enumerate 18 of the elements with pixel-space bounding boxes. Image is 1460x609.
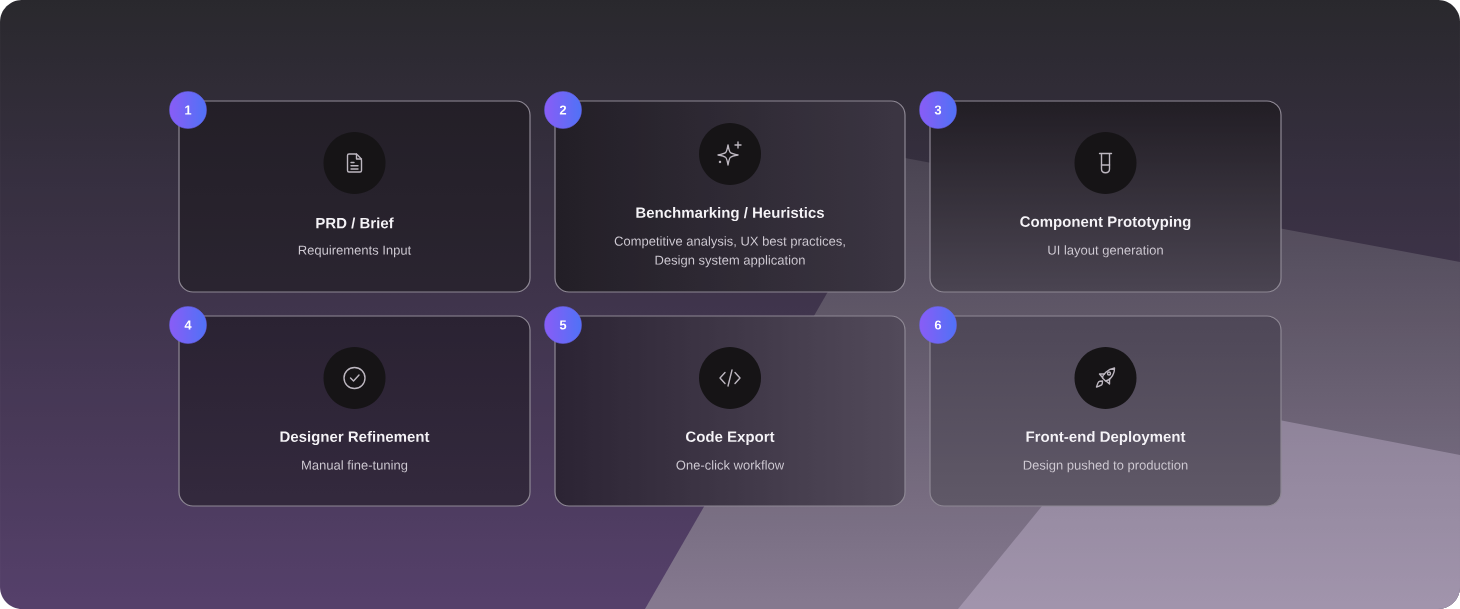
- card-subtitle: UI layout generation: [1048, 245, 1163, 258]
- step-number: 5: [559, 320, 567, 330]
- card-title: Code Export: [686, 431, 775, 445]
- step-number: 1: [185, 105, 192, 115]
- card-subtitle: Manual fine-tuning: [302, 460, 408, 473]
- card-subtitle: Design pushed to production: [1023, 460, 1188, 473]
- step-number: 6: [934, 320, 942, 330]
- card-title: Benchmarking / Heuristics: [636, 206, 824, 221]
- card-title: Designer Refinement: [280, 430, 430, 445]
- step-number: 4: [184, 320, 192, 330]
- card-title: PRD / Brief: [316, 217, 394, 229]
- card-title: Front-end Deployment: [1026, 431, 1186, 445]
- card-subtitle: Competitive analysis, UX best practices, Design system application: [614, 236, 845, 268]
- step-number: 3: [934, 105, 942, 115]
- card-subtitle: Requirements Input: [298, 245, 412, 258]
- card-title: Component Prototyping: [1020, 215, 1191, 230]
- card-subtitle: One-click workflow: [676, 460, 785, 470]
- step-number: 2: [559, 105, 567, 115]
